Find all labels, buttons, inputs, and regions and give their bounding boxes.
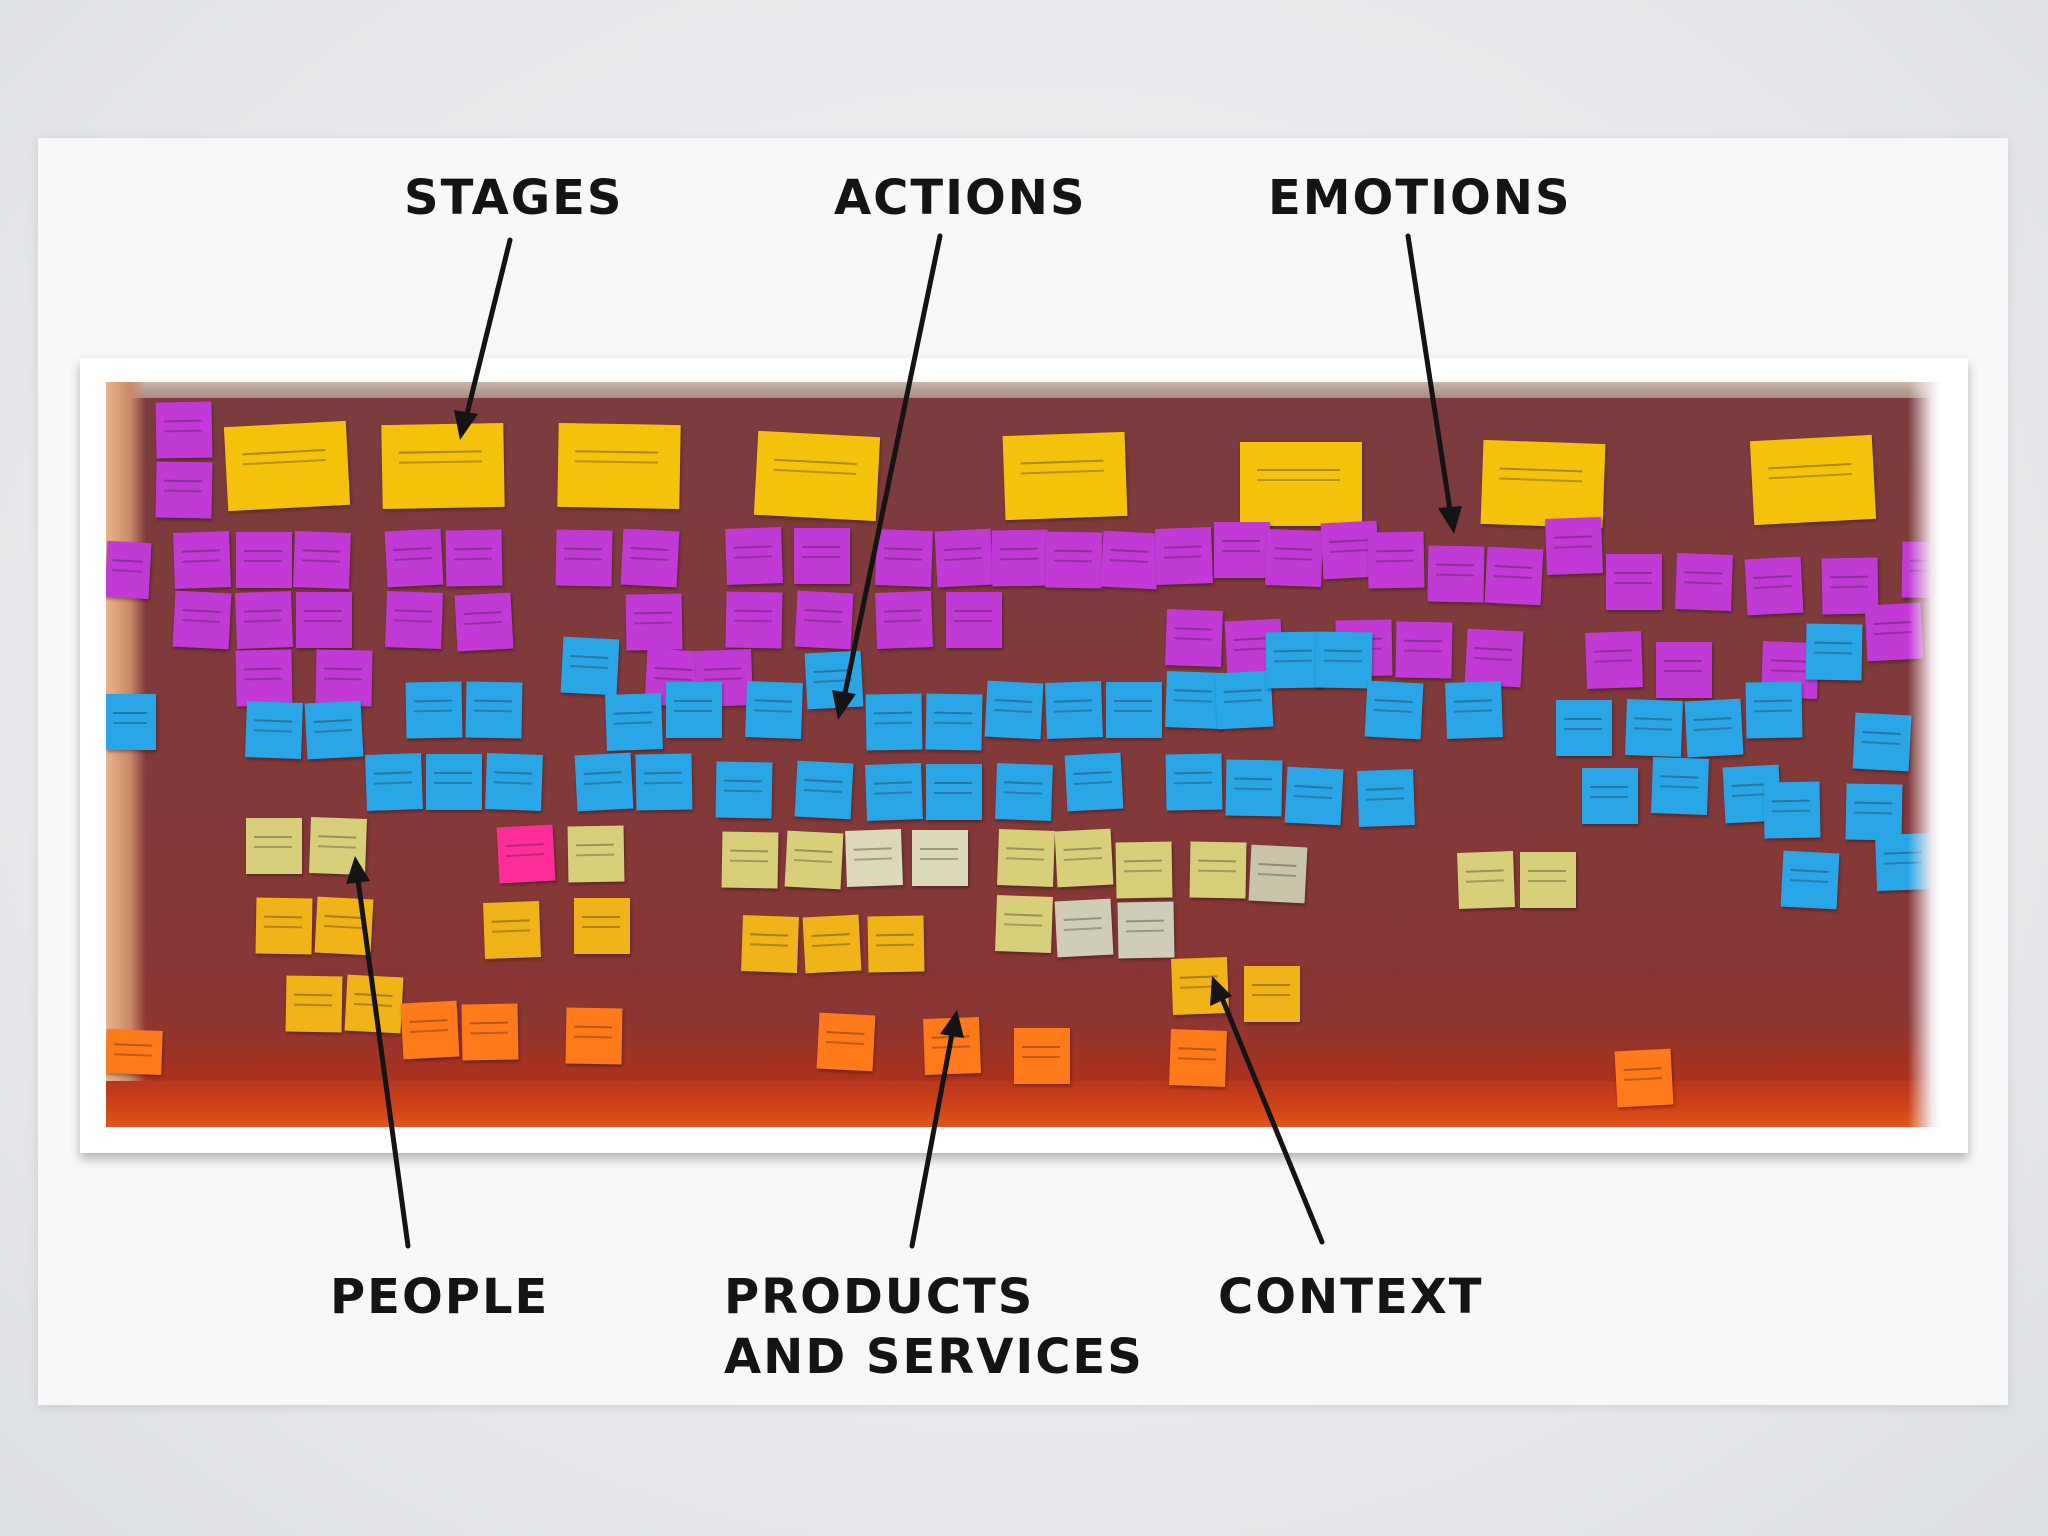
sticky-note <box>246 818 302 874</box>
sticky-note <box>666 682 722 738</box>
sticky-note <box>1240 442 1362 526</box>
arrow-actions <box>832 233 943 720</box>
sticky-note <box>1014 1028 1070 1084</box>
label-stages: STAGES <box>404 170 624 226</box>
board-top-trim <box>106 382 1942 398</box>
sticky-note <box>1606 554 1662 610</box>
sticky-note <box>794 528 850 584</box>
sticky-note <box>426 754 482 810</box>
sticky-note <box>236 532 292 588</box>
label-products-line2: AND SERVICES <box>724 1329 1144 1385</box>
arrow-stages <box>454 237 513 440</box>
sticky-note <box>946 592 1002 648</box>
board-left-trim <box>106 382 146 1127</box>
sticky-note <box>106 694 156 750</box>
sticky-note <box>912 830 968 886</box>
arrow-context <box>1210 976 1325 1245</box>
sticky-note <box>1214 522 1270 578</box>
sticky-note <box>926 764 982 820</box>
sticky-note <box>1556 700 1612 756</box>
arrow-products <box>909 1010 964 1249</box>
sticky-note <box>1656 642 1712 698</box>
label-people: PEOPLE <box>330 1269 550 1325</box>
sticky-note <box>296 592 352 648</box>
sticky-note <box>574 898 630 954</box>
arrow-emotions <box>1405 233 1462 534</box>
sticky-note-board-photo <box>106 382 1942 1127</box>
label-actions: ACTIONS <box>834 170 1087 226</box>
label-context: CONTEXT <box>1218 1269 1484 1325</box>
label-products-line1: PRODUCTS <box>724 1269 1035 1325</box>
label-emotions: EMOTIONS <box>1268 170 1572 226</box>
board-right-trim <box>1908 382 1942 1127</box>
sticky-note <box>1244 966 1300 1022</box>
arrow-people <box>346 856 411 1249</box>
sticky-note <box>1520 852 1576 908</box>
sticky-note <box>1582 768 1638 824</box>
sticky-note <box>1106 682 1162 738</box>
